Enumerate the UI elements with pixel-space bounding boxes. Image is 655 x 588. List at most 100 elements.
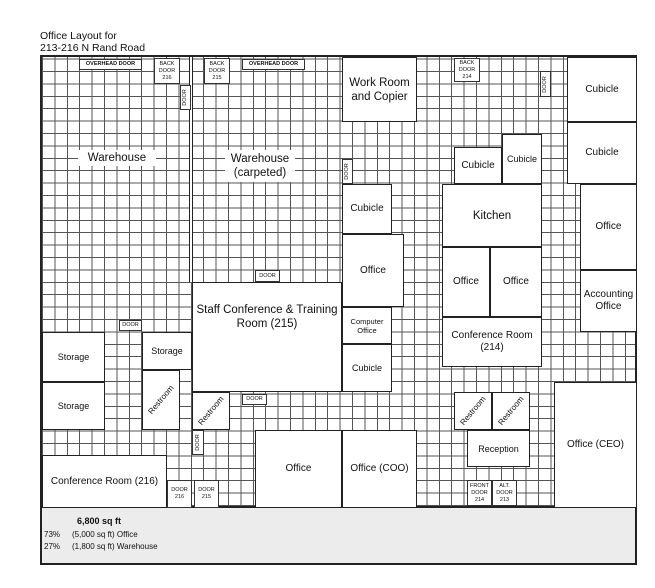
room-label: Restroom <box>496 394 526 427</box>
room-label: Restroom <box>146 383 176 416</box>
room-label: DOOR 216 <box>171 487 188 500</box>
cubicle-214-a: Cubicle <box>454 147 502 184</box>
restroom-3: Restroom <box>454 392 492 430</box>
room-label: OVERHEAD DOOR <box>248 61 299 67</box>
warehouse-carpeted: Warehouse (carpeted) <box>225 150 295 182</box>
room-label: Staff Conference & Training Room (215) <box>196 304 338 330</box>
office-214-b: Office <box>490 247 542 317</box>
door-restroom: DOOR <box>242 394 267 405</box>
office-215-front: Office <box>255 430 342 508</box>
title-line-1: Office Layout for <box>40 30 117 42</box>
room-label: Restroom <box>458 394 488 427</box>
room-label: Conference Room (216) <box>50 475 159 487</box>
room-label: Office <box>360 264 386 276</box>
room-label: DOOR <box>542 75 548 93</box>
door-vertical-215: DOOR <box>192 430 204 455</box>
room-label: Cubicle <box>350 203 384 214</box>
room-label: BACK DOOR 214 <box>458 59 476 80</box>
computer-office: Computer Office <box>342 307 392 344</box>
office-214-a: Office <box>442 247 490 317</box>
office-215: Office <box>342 234 404 307</box>
storage-3: Storage <box>42 382 105 430</box>
room-label: DOOR <box>194 434 201 451</box>
room-label: BACK DOOR 215 <box>208 60 226 81</box>
room-label: Cubicle <box>351 363 382 373</box>
office-ceo: Office (CEO) <box>554 382 637 508</box>
warehouse-216: Warehouse <box>78 150 156 166</box>
room-label: Cubicle <box>461 159 495 171</box>
cubicle-right-2: Cubicle <box>567 122 637 184</box>
room-label: OVERHEAD DOOR <box>85 61 136 67</box>
office-percent: 73% <box>44 530 61 539</box>
overhead-door-216: OVERHEAD DOOR <box>79 59 142 70</box>
room-label: BACK DOOR 216 <box>158 60 176 81</box>
door-216-front: DOOR 216 <box>167 480 192 508</box>
room-label: Work Room and Copier <box>349 76 410 103</box>
room-label: Accounting Office <box>583 289 634 312</box>
dividing-wall <box>189 57 193 282</box>
room-label: Office <box>453 276 479 287</box>
room-label: Office (COO) <box>350 463 409 474</box>
total-area: 6,800 sq ft <box>77 516 122 526</box>
cubicle-215-a: Cubicle <box>342 184 392 234</box>
cubicle-214-b: Cubicle <box>502 134 542 184</box>
warehouse-area-row: 27% (1,800 sq ft) Warehouse <box>44 541 158 552</box>
room-label: Storage <box>57 401 90 411</box>
room-label: FRONT DOOR 214 <box>470 482 489 503</box>
room-label: DOOR <box>182 89 188 106</box>
back-door-214: BACK DOOR 214 <box>454 58 480 82</box>
room-label: Storage <box>57 352 90 362</box>
back-door-215: BACK DOOR 215 <box>204 58 230 84</box>
area-summary: 6,800 sq ft 73% (5,000 sq ft) Office 27% (… <box>40 508 637 565</box>
alt-door-213: ALT. DOOR 213 <box>492 480 517 506</box>
office-coo: Office (COO) <box>342 430 417 508</box>
reception: Reception <box>467 430 530 467</box>
room-label: Warehouse <box>87 152 147 164</box>
door-216-storage: DOOR <box>119 320 142 331</box>
door-warehouse: DOOR <box>180 85 191 110</box>
room-label: Warehouse (carpeted) <box>230 153 290 179</box>
door-215-front: DOOR 215 <box>194 480 219 508</box>
room-label: DOOR <box>122 322 139 328</box>
conference-room-214: Conference Room (214) <box>442 317 542 367</box>
front-door-214: FRONT DOOR 214 <box>467 480 492 506</box>
plan-title: Office Layout for 213-216 N Rand Road <box>40 30 145 54</box>
overhead-door-215: OVERHEAD DOOR <box>242 59 305 70</box>
work-room-copier: Work Room and Copier <box>342 57 417 122</box>
warehouse-percent: 27% <box>44 542 61 551</box>
room-label: Kitchen <box>472 209 512 222</box>
room-label: Cubicle <box>585 83 619 95</box>
office-right: Office <box>580 184 637 270</box>
room-label: Cubicle <box>506 154 537 164</box>
room-label: Office <box>503 276 529 287</box>
room-label: Conference Room (214) <box>451 330 533 353</box>
warehouse-area: (1,800 sq ft) Warehouse <box>72 542 158 551</box>
room-label: DOOR <box>344 163 350 180</box>
door-carpeted: DOOR <box>342 159 353 184</box>
room-label: Computer Office <box>350 316 384 335</box>
room-label: Office (CEO) <box>566 439 625 450</box>
restroom-4: Restroom <box>492 392 530 430</box>
door-214-back: DOOR <box>540 71 551 97</box>
room-label: DOOR <box>246 396 263 402</box>
cubicle-215-b: Cubicle <box>342 344 392 392</box>
title-line-2: 213-216 N Rand Road <box>40 42 146 54</box>
floor-plan: OVERHEAD DOOR OVERHEAD DOOR BACK DOOR 21… <box>40 55 637 508</box>
restroom-2: Restroom <box>192 392 230 430</box>
cubicle-top-right: Cubicle <box>567 57 637 122</box>
office-area: (5,000 sq ft) Office <box>72 530 138 539</box>
room-label: DOOR 215 <box>198 487 215 500</box>
door-training: DOOR <box>255 270 280 282</box>
staff-conference-training-room: Staff Conference & Training Room (215) <box>192 282 342 392</box>
office-area-row: 73% (5,000 sq ft) Office <box>44 529 138 540</box>
room-label: Cubicle <box>585 147 619 158</box>
room-label: Office <box>595 221 622 232</box>
room-label: Storage <box>151 346 183 356</box>
storage-2: Storage <box>142 332 192 370</box>
room-label: Office <box>285 463 312 474</box>
accounting-office: Accounting Office <box>580 270 637 332</box>
restroom-1: Restroom <box>142 370 180 430</box>
room-label: Reception <box>478 443 519 454</box>
back-door-216: BACK DOOR 216 <box>154 58 180 84</box>
room-label: DOOR <box>259 272 276 279</box>
